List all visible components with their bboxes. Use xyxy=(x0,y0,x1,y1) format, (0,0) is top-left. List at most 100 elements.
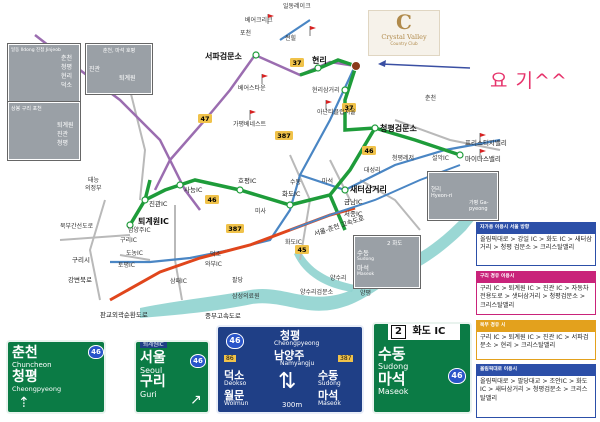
ic-node xyxy=(456,151,464,159)
mini-sign-line: 청평 xyxy=(61,64,73,71)
place-label: 마이다스밸리 xyxy=(465,154,501,163)
place-label: 구리시 xyxy=(72,255,90,264)
mini-sign-line: 덕소 xyxy=(61,82,73,89)
mini-sign-line: Hyeon-ri xyxy=(431,193,453,199)
sign-eng: Guri xyxy=(140,390,157,399)
route-number-badge: 387 xyxy=(338,355,354,362)
arrow-up-icon: ⇡ xyxy=(18,395,30,411)
sign-kor: 구리 xyxy=(140,374,166,390)
mini-sign-line: 청평 xyxy=(57,140,69,147)
place-label: 가평베네스트 xyxy=(233,120,267,128)
sign-eng: Sudong xyxy=(378,362,409,371)
ic-label: 남양주IC xyxy=(128,226,151,234)
sign-left2-eng: Wolmun xyxy=(224,400,249,407)
callout-arrowhead xyxy=(378,60,386,67)
ic-label: 삼패IC xyxy=(170,277,187,285)
ic-label: 서종IC xyxy=(344,209,363,218)
arrow-diag-icon: ↗ xyxy=(190,392,202,408)
river-branch xyxy=(294,250,355,292)
golf-flag-icon xyxy=(249,14,486,159)
mini-sign-line: 수동 xyxy=(357,249,369,257)
ic-label: 와부IC xyxy=(205,261,222,268)
sign-distance: 300m xyxy=(282,401,303,409)
sign-mid-kor: 남양주 xyxy=(274,349,305,362)
place-label: 의정부 xyxy=(85,184,102,192)
sign-eng: Maseok xyxy=(378,387,409,396)
ic-label: 현리삼거리 xyxy=(312,86,340,94)
ic-node xyxy=(236,186,244,194)
sign-right2-eng: Maseok xyxy=(318,400,341,407)
ic-label: 금남IC xyxy=(344,197,363,206)
sign-right2-kor: 마석 xyxy=(318,389,339,402)
mini-sign-line: 가평 Ga-pyeong xyxy=(469,200,489,212)
mini-sign-title: 2 화도 xyxy=(387,241,403,247)
route-number-badge: 86 xyxy=(224,355,236,362)
mini-sign: 일동 Ildong 진접 Jinjeob 춘천 청평 현리 덕소 xyxy=(8,44,80,102)
place-label: 양수리 xyxy=(330,274,347,282)
route-legend: 북부 경유 시 구리 IC > 퇴계원 IC > 진관 IC > 서파검문소 >… xyxy=(476,320,596,360)
mini-sign: 2 화도 수동 Sudong 마석 Maseok xyxy=(354,236,420,288)
ic-node xyxy=(286,201,294,209)
mini-sign-line: 현리 xyxy=(61,73,73,80)
place-label: 수동 xyxy=(290,179,302,186)
sign-kor: 서울 xyxy=(140,350,166,366)
place-label: 마석 xyxy=(322,177,333,185)
logo-sub: Country Club xyxy=(390,41,418,46)
mini-sign-title: 상봉 구리 포천 xyxy=(11,106,42,112)
place-label: 청평레저 xyxy=(392,154,414,162)
ic-node xyxy=(341,186,349,194)
sign-eng: Chuncheon xyxy=(12,361,52,369)
route-badge xyxy=(198,114,212,123)
route-badge xyxy=(362,146,376,155)
place-label: 태능 xyxy=(88,176,100,184)
place-label: 아난티클럽서울 xyxy=(317,108,356,116)
mini-sign-title: 현리 xyxy=(431,187,442,193)
mini-sign: 현리 Hyeon-ri 가평 Ga-pyeong xyxy=(428,172,498,220)
route-legend-header: 자가용 이용시 서울 방향 xyxy=(477,223,595,234)
ic-label: 서파검문소 xyxy=(205,51,242,61)
route-purple xyxy=(34,34,357,211)
mini-sign-line: 진관 xyxy=(89,66,101,73)
place-label: 베어스타운 xyxy=(238,84,266,92)
place-label: 북부간선도로 xyxy=(60,222,94,230)
sign-top-eng: Cheongpyeong xyxy=(274,340,320,347)
mini-sign-line: 퇴계원 xyxy=(119,75,136,82)
route-blue xyxy=(110,19,501,264)
ic-label: 토평IC xyxy=(118,261,135,269)
place-label: 춘천 xyxy=(425,94,436,102)
place-label: 포천 xyxy=(240,29,251,37)
route-green-2 xyxy=(299,58,357,77)
route-badge xyxy=(205,195,219,204)
place-label: 팔당 xyxy=(232,276,244,284)
route-legend: 자가용 이용시 서울 방향 올림픽대로 > 강일 IC > 화도 IC > 새터… xyxy=(476,222,596,266)
ic-label: 호평IC xyxy=(238,176,257,185)
exit-panel: 2 화도 IC xyxy=(388,324,460,340)
road-sign-hwado: 2 화도 IC 수동 Sudong 마석 Maseok 46 xyxy=(372,322,472,414)
logo-name: Crystal Valley xyxy=(381,33,427,41)
mini-sign: 상봉 구리 포천 퇴계원 진관 청평 xyxy=(8,102,80,160)
river xyxy=(140,196,496,318)
mini-sign-line: 퇴계원 xyxy=(57,122,74,129)
ic-label: 양평 xyxy=(360,289,371,297)
ic-label: 사능IC xyxy=(184,185,203,194)
mini-sign-line: 춘천 xyxy=(61,55,73,62)
mini-sign-title: 일동 Ildong 진접 Jinjeob xyxy=(11,48,61,53)
ic-label: 현리 xyxy=(312,55,327,65)
destination-marker xyxy=(351,61,361,71)
exit-number: 2 xyxy=(391,325,406,339)
logo: C Crystal Valley Country Club xyxy=(368,10,440,56)
ic-label: 양수리검문소 xyxy=(300,288,334,296)
mini-sign-line: Maseok xyxy=(357,272,375,277)
route-shield-icon: 46 xyxy=(226,333,244,349)
place-label: 삼성의료원 xyxy=(232,292,260,300)
place-label: 미사 xyxy=(255,207,267,215)
sign-mid-eng: Namyangju xyxy=(280,360,315,367)
ic-badge: 퇴계원IC xyxy=(140,342,167,348)
sign-left2-kor: 월문 xyxy=(224,389,245,402)
route-legend-header: 올림픽대로 이용시 xyxy=(477,365,595,376)
sign-left-eng: Deokso xyxy=(224,380,247,387)
ic-node xyxy=(141,196,149,204)
ic-label: 진관IC xyxy=(149,199,168,208)
ic-label: 청평검문소 xyxy=(380,123,417,133)
sign-left-kor: 덕소 xyxy=(224,369,245,382)
